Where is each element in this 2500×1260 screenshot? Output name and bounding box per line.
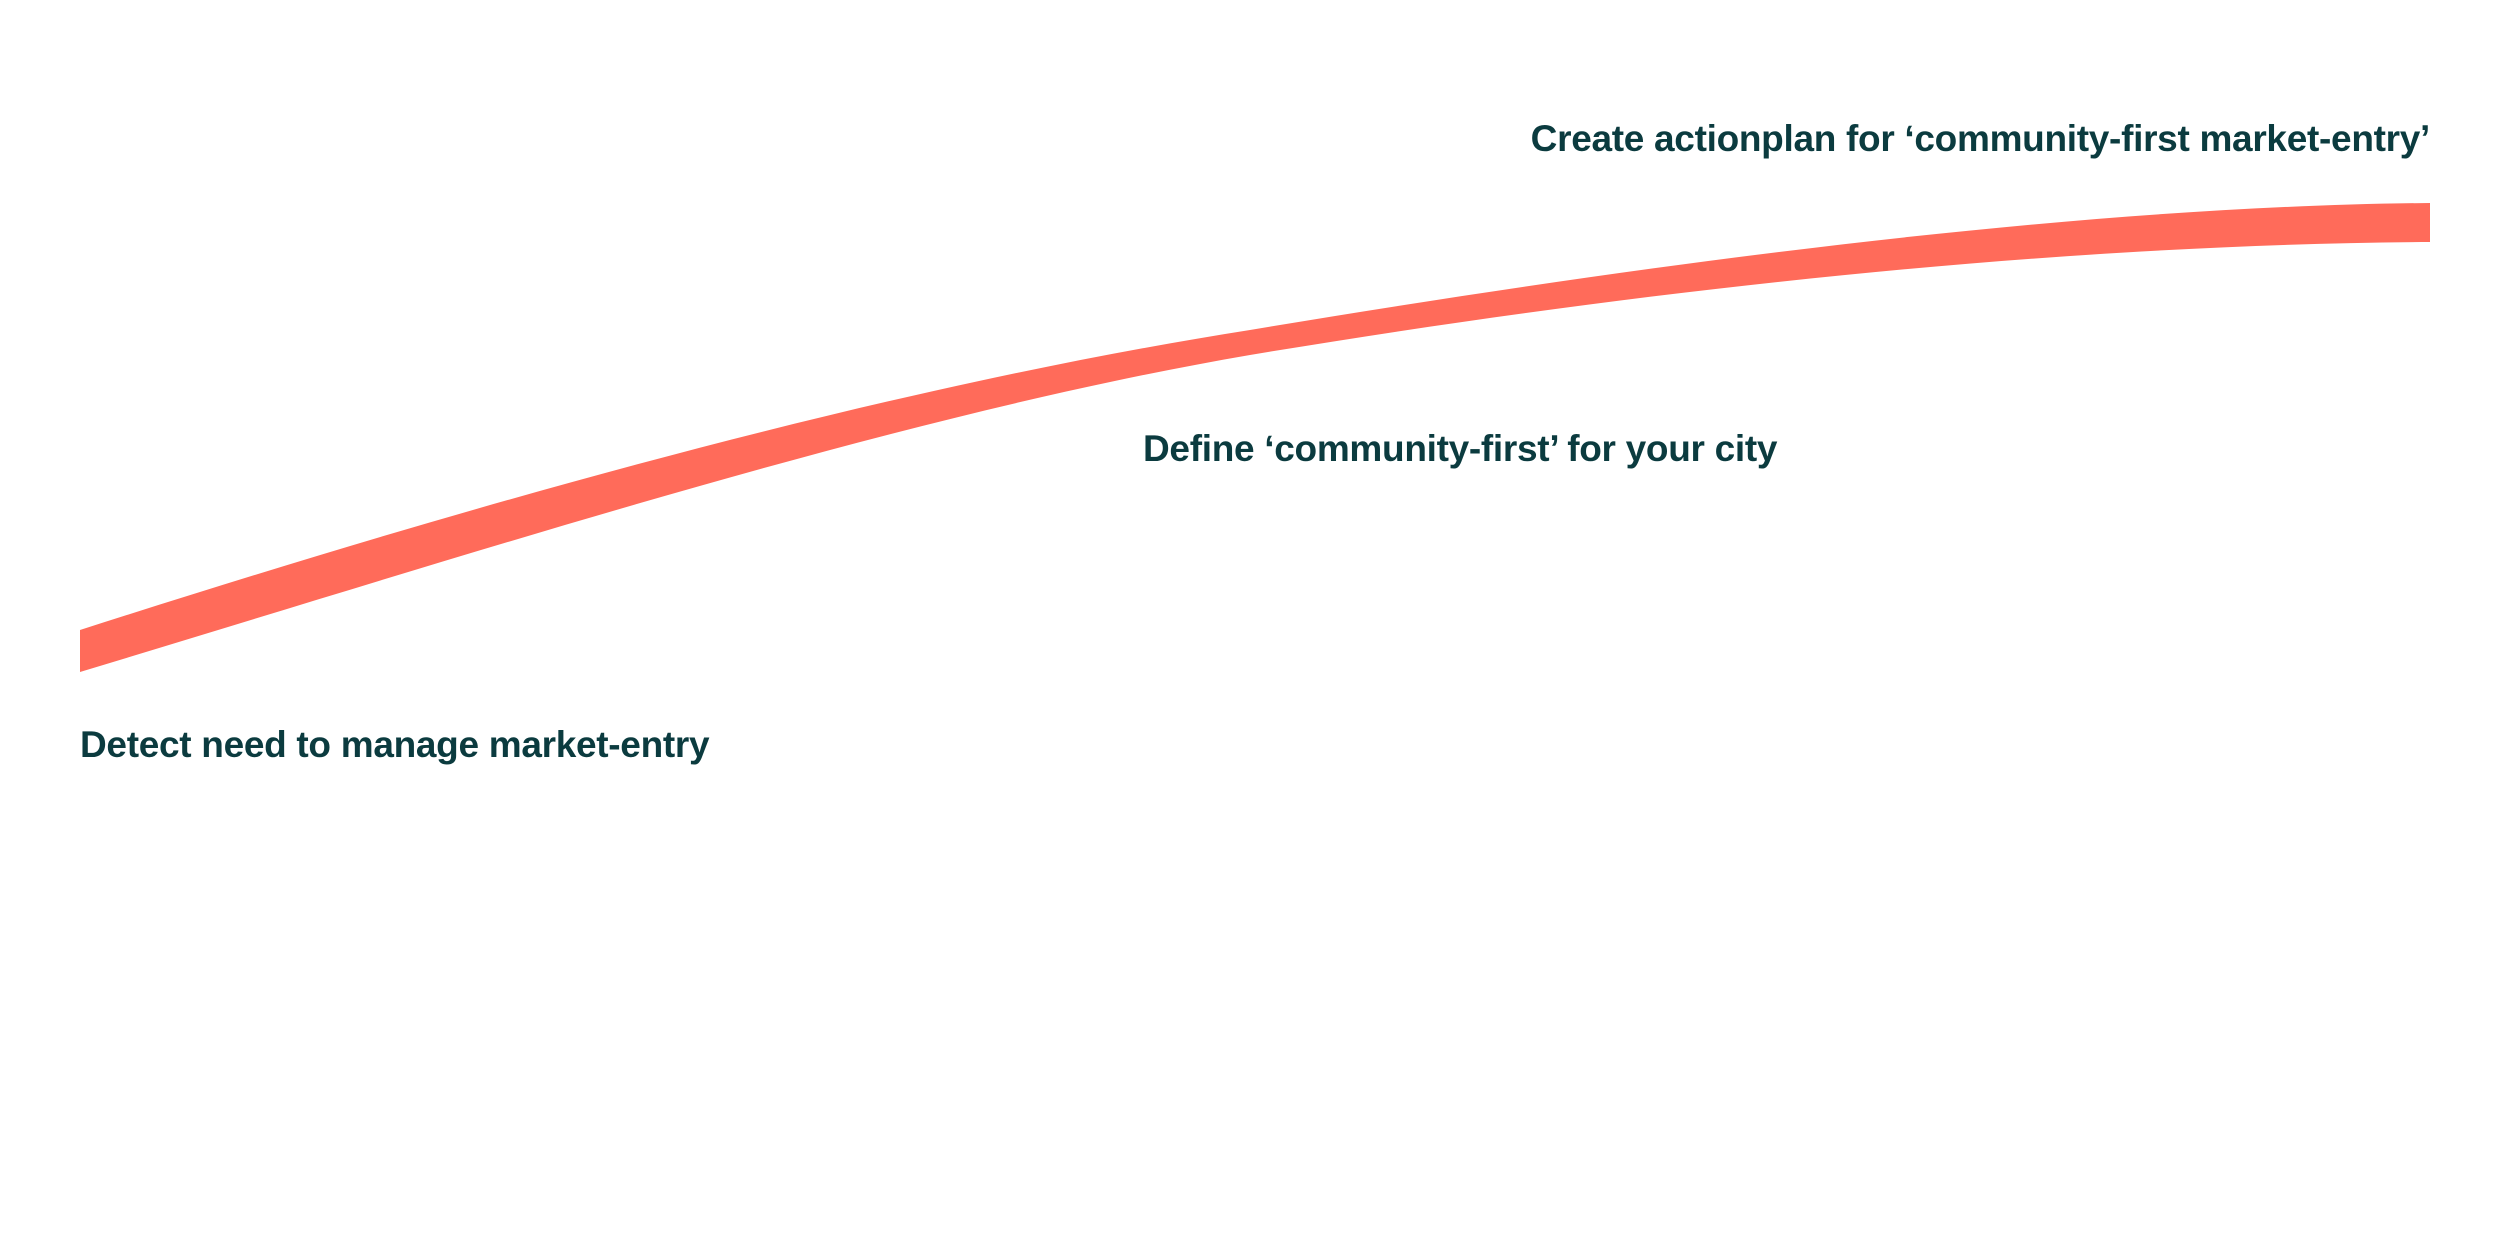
step-label-define-community-first: Define ‘community-first’ for your city xyxy=(1143,428,1778,469)
step-label-create-actionplan: Create actionplan for ‘community-first m… xyxy=(1530,118,2431,159)
step-label-detect-need: Detect need to manage market-entry xyxy=(80,724,710,765)
